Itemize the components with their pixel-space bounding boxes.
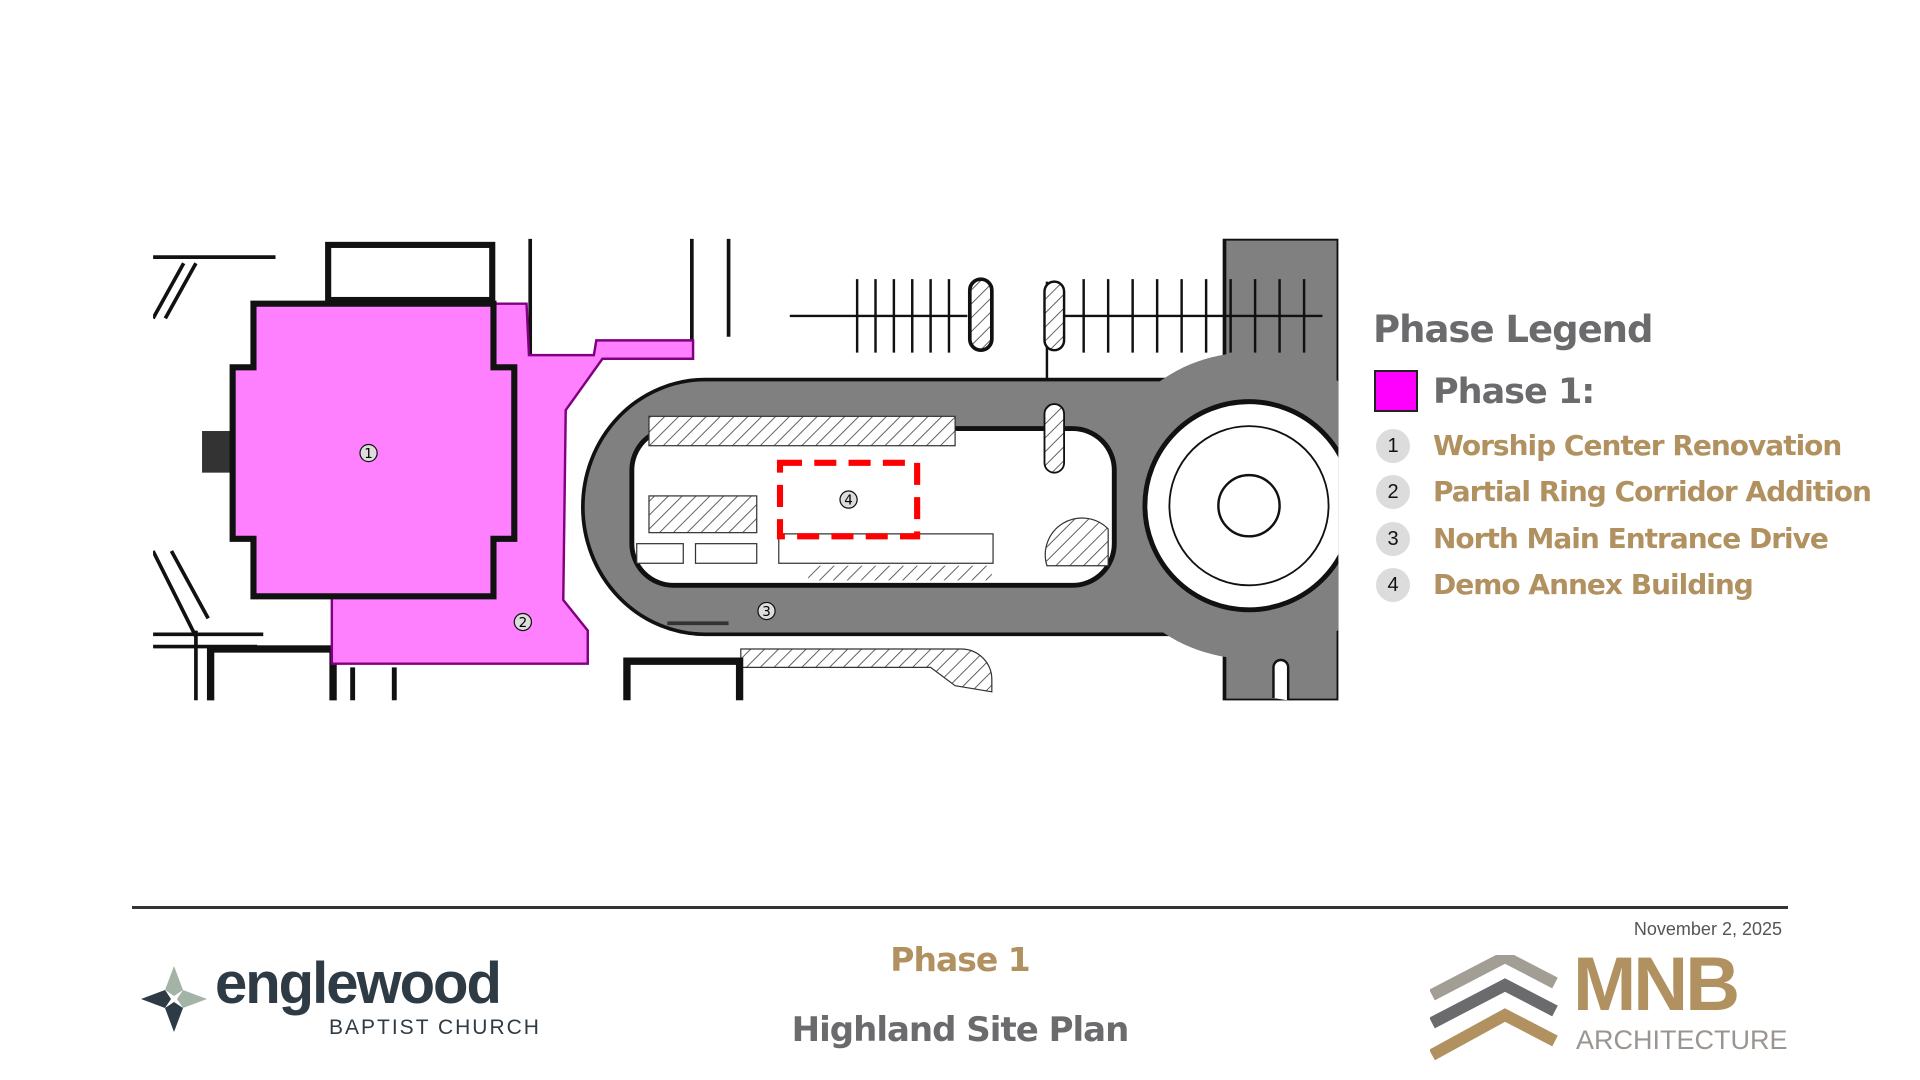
svg-text:1: 1 — [364, 447, 373, 462]
map-marker-3: 3 — [757, 601, 776, 621]
map-marker-1: 1 — [359, 443, 378, 463]
phase-title: Phase 1 — [890, 940, 1030, 979]
englewood-logo: englewood BAPTIST CHURCH — [141, 951, 561, 1042]
date-label: November 2, 2025 — [1633, 919, 1782, 939]
legend-number-badge: 3 — [1376, 522, 1410, 556]
legend-phase-label: Phase 1: — [1433, 372, 1595, 412]
legend-title: Phase Legend — [1373, 308, 1654, 351]
legend-item-label: Worship Center Renovation — [1433, 429, 1842, 462]
legend-item: 3 North Main Entrance Drive — [1376, 519, 1829, 559]
legend-item: 1 Worship Center Renovation — [1376, 426, 1842, 466]
mnb-subtitle: ARCHITECTURE — [1576, 1025, 1788, 1055]
map-marker-4: 4 — [839, 490, 858, 509]
svg-text:2: 2 — [519, 616, 528, 631]
mnb-wordmark: MNB — [1573, 942, 1740, 1027]
svg-text:3: 3 — [762, 605, 771, 620]
demo-annex-outline — [776, 459, 921, 540]
phase-1-swatch — [1374, 370, 1418, 412]
legend-item-label: Demo Annex Building — [1433, 568, 1754, 601]
map-marker-2: 2 — [513, 612, 533, 632]
legend-number-badge: 2 — [1376, 475, 1410, 509]
englewood-subtitle: BAPTIST CHURCH — [329, 1016, 541, 1039]
legend-item-label: Partial Ring Corridor Addition — [1433, 475, 1872, 508]
mnb-chevron-icon — [1430, 955, 1558, 1061]
legend-item: 4 Demo Annex Building — [1376, 565, 1754, 605]
legend-item-label: North Main Entrance Drive — [1433, 522, 1829, 555]
legend-item: 2 Partial Ring Corridor Addition — [1376, 472, 1872, 512]
svg-text:4: 4 — [844, 493, 853, 508]
englewood-star-icon — [141, 966, 207, 1032]
footer-divider — [132, 906, 1788, 909]
legend-number-badge: 4 — [1376, 568, 1410, 602]
mnb-architecture-logo: MNB ARCHITECTURE — [1430, 947, 1800, 1065]
site-plan-title: Highland Site Plan — [791, 1010, 1130, 1050]
englewood-wordmark: englewood — [215, 951, 502, 1016]
parking-stripes — [789, 279, 1323, 380]
legend-number-badge: 1 — [1376, 429, 1410, 463]
